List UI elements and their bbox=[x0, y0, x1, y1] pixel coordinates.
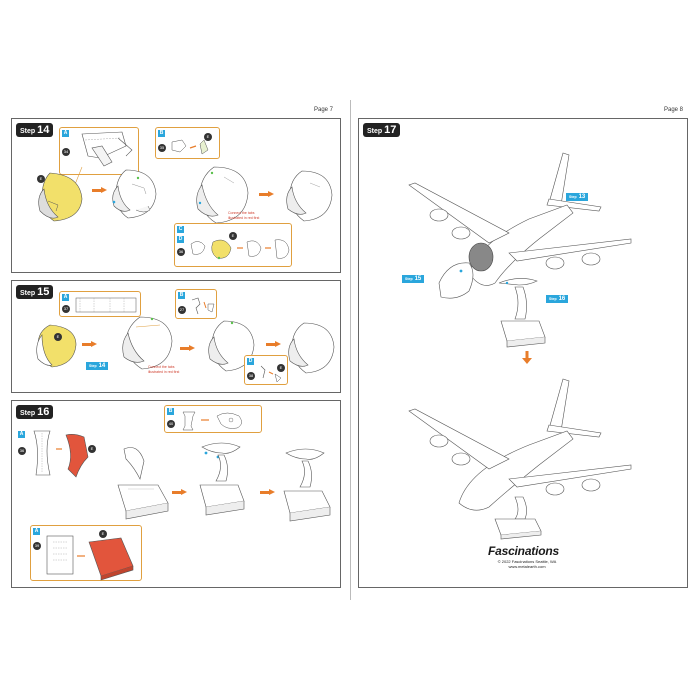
part-number-e: E bbox=[204, 133, 212, 141]
sub-letter-b: B bbox=[178, 292, 185, 299]
step-15-note: Connect the tabs illustrated in red firs… bbox=[148, 365, 180, 374]
step-15-sub-d: D 38 E bbox=[244, 355, 288, 385]
stand-assembly-stage-2 bbox=[199, 442, 245, 516]
part-40-illustration bbox=[182, 411, 242, 431]
sub-letter-d: D bbox=[247, 358, 254, 365]
part-37-strip-illustration bbox=[75, 297, 137, 313]
part-36-illustration bbox=[190, 239, 290, 260]
nose-with-ring-assembly bbox=[122, 316, 173, 370]
part-number-27: 27 bbox=[178, 306, 186, 314]
sub-letter-d: D bbox=[177, 236, 184, 243]
part-number-38: 38 bbox=[247, 372, 255, 380]
sub-letter-a: A bbox=[62, 294, 69, 301]
yellow-ring-part bbox=[36, 324, 77, 368]
arrow-right-icon bbox=[91, 341, 97, 347]
nose-assembly-final bbox=[286, 170, 333, 222]
airplane-assembled-illustration bbox=[408, 378, 632, 540]
part-34-flat-illustration bbox=[81, 131, 133, 167]
copyright-text: © 2022 Fascinations Seattle, WA bbox=[497, 559, 557, 564]
step-14-note: Connect the tabs illustrated in red firs… bbox=[228, 211, 260, 220]
step-14-sub-b: B 35 E bbox=[155, 127, 220, 159]
part-35-illustration bbox=[171, 139, 209, 155]
sub-letter-a: A bbox=[62, 130, 69, 137]
part-number-e: E bbox=[277, 364, 285, 372]
step-16-sub-a-base: A 39 E bbox=[30, 525, 142, 581]
brand-logo-text: Fascinations bbox=[488, 544, 559, 558]
arrow-down-icon bbox=[522, 351, 532, 364]
arrow-right-icon bbox=[269, 489, 275, 495]
arrow-line bbox=[172, 491, 182, 494]
arrow-line bbox=[180, 347, 190, 350]
part-number-37: 37 bbox=[62, 305, 70, 313]
part-number-e: E bbox=[54, 333, 62, 341]
sub-letter-b: B bbox=[158, 130, 165, 137]
stand-assembly-final bbox=[283, 448, 331, 522]
part-number-e: E bbox=[99, 530, 107, 538]
page-divider bbox=[350, 100, 351, 600]
part-number-e: E bbox=[229, 232, 237, 240]
nose-assembly-stage-1 bbox=[112, 169, 157, 219]
airplane-exploded-illustration bbox=[408, 152, 632, 348]
arrow-right-icon bbox=[275, 341, 281, 347]
part-number-e: E bbox=[88, 445, 96, 453]
part-number-40: 40 bbox=[167, 420, 175, 428]
arrow-right-icon bbox=[268, 191, 274, 197]
yellow-nose-part bbox=[38, 172, 83, 222]
nose-assembly-stage-2 bbox=[196, 166, 249, 224]
part-number-36: 36 bbox=[18, 447, 26, 455]
part-number-39: 39 bbox=[33, 542, 41, 550]
arrow-line bbox=[259, 193, 269, 196]
page-number-left: Page 7 bbox=[314, 107, 334, 113]
part-38-illustration bbox=[260, 365, 282, 383]
arrow-line bbox=[82, 343, 92, 346]
step-15-sub-a: A 37 bbox=[59, 291, 141, 317]
base-parts-illustration bbox=[46, 535, 134, 581]
arrow-line bbox=[266, 343, 276, 346]
part-number-35: 35 bbox=[158, 144, 166, 152]
arrow-right-icon bbox=[101, 187, 107, 193]
step-14-sub-a: A 34 bbox=[59, 127, 139, 175]
step-16-sub-b: B 40 bbox=[164, 405, 262, 433]
part-number-e: E bbox=[37, 175, 45, 183]
step-14-sub-d: C D 36 E bbox=[174, 223, 292, 267]
arrow-right-icon bbox=[189, 345, 195, 351]
step-15-sub-b: B 27 bbox=[175, 289, 217, 319]
stand-parts-illustration bbox=[33, 430, 89, 478]
arrow-line bbox=[92, 189, 102, 192]
sub-letter-a: A bbox=[33, 528, 40, 535]
nose-assembly-stage-3 bbox=[208, 320, 255, 372]
arrow-line bbox=[260, 491, 270, 494]
sub-letter-a: A bbox=[18, 431, 25, 438]
arrow-right-icon bbox=[181, 489, 187, 495]
page-number-right: Page 8 bbox=[664, 107, 684, 113]
part-number-36: 36 bbox=[177, 248, 185, 256]
website-link[interactable]: www.metalearth.com bbox=[508, 564, 546, 569]
sub-letter-c: C bbox=[177, 226, 184, 233]
nose-assembly-step15-final bbox=[288, 322, 335, 374]
sub-letter-b: B bbox=[167, 408, 174, 415]
part-number-34: 34 bbox=[62, 148, 70, 156]
part-27-illustration bbox=[191, 297, 215, 315]
stand-base-assembly bbox=[117, 447, 169, 520]
